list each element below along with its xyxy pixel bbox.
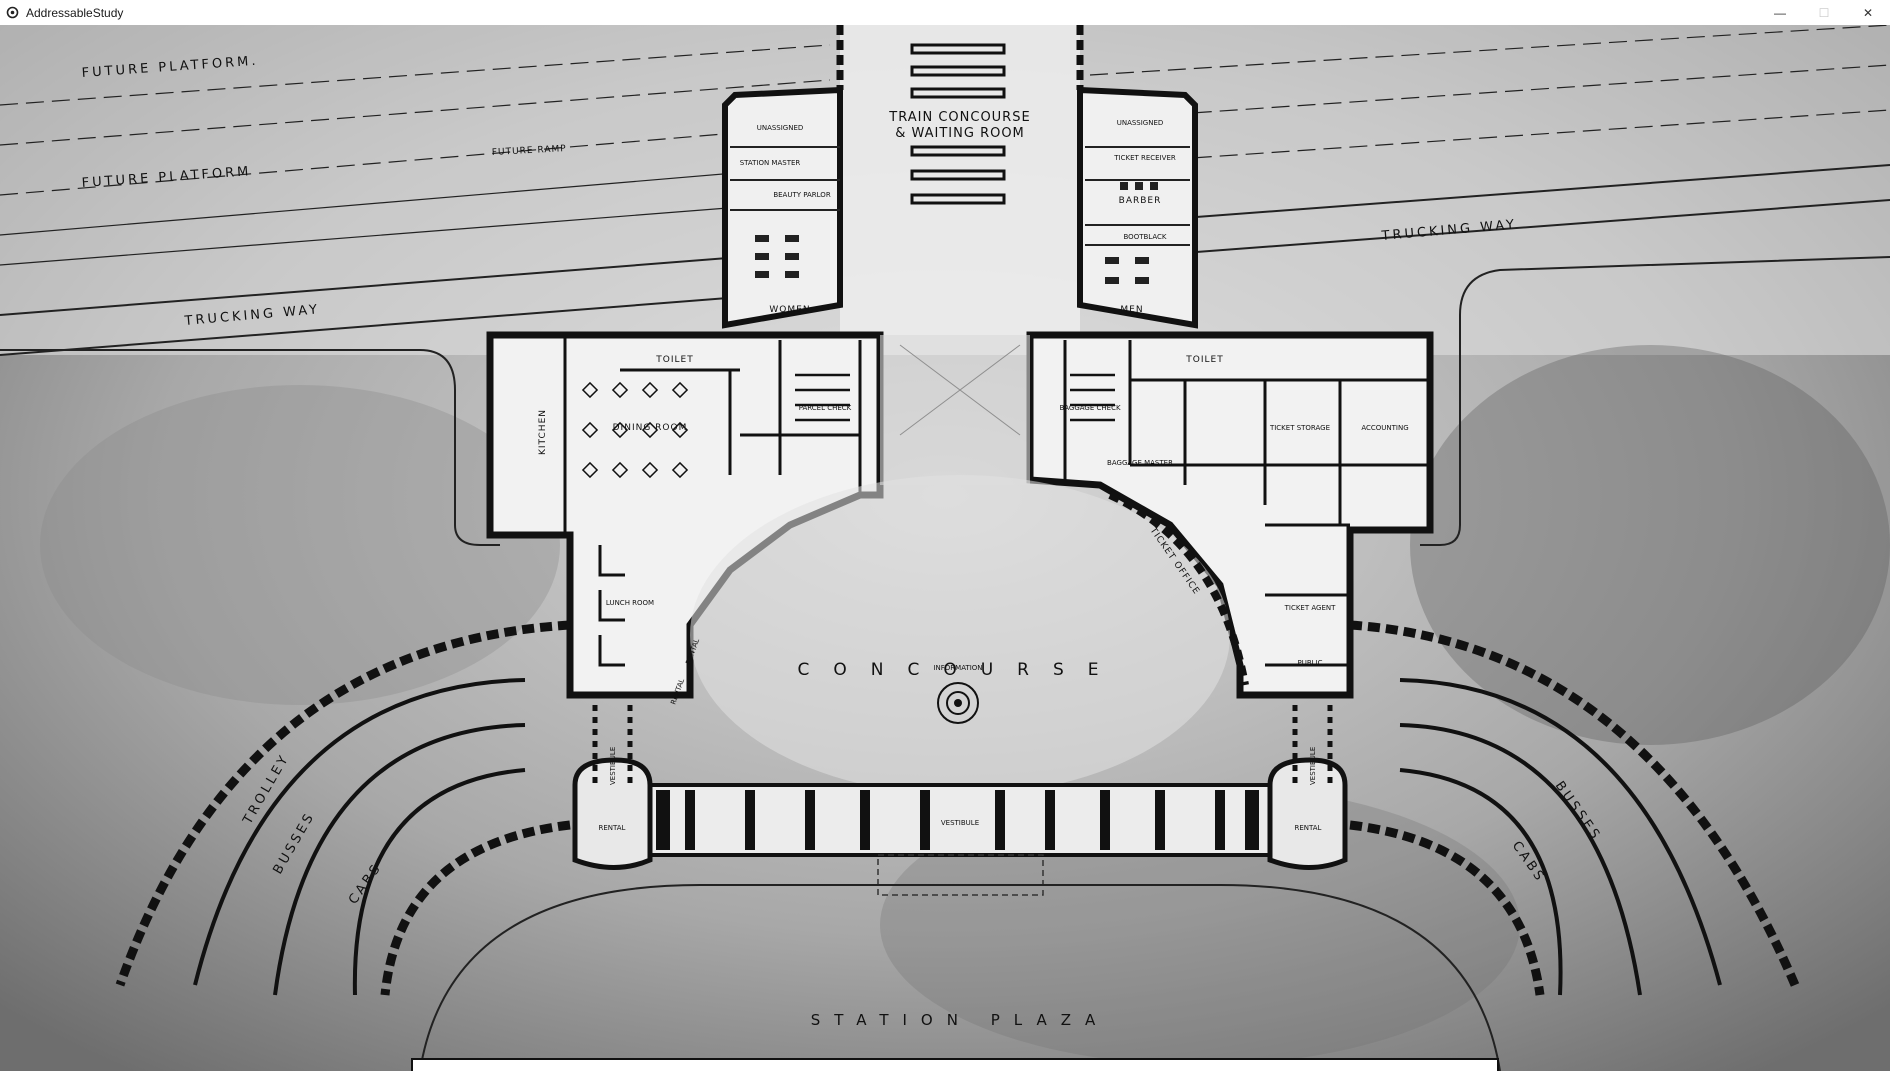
window-title: AddressableStudy: [26, 5, 124, 20]
label-station-master: STATION MASTER: [740, 159, 801, 167]
label-parcel-check: PARCEL CHECK: [799, 404, 852, 412]
label-baggage-check: BAGGAGE CHECK: [1059, 404, 1121, 412]
label-barber: BARBER: [1119, 196, 1162, 206]
label-vestibule-right: VESTIBULE: [1309, 747, 1317, 785]
label-vestibule-left: VESTIBULE: [609, 747, 617, 785]
label-information: INFORMATION: [933, 664, 982, 672]
label-ticket-agent: TICKET AGENT: [1284, 604, 1336, 612]
left-ramps: [115, 620, 571, 996]
gear-icon: [4, 5, 20, 21]
label-ticket-receiver: TICKET RECEIVER: [1113, 154, 1176, 162]
label-unassigned-left: UNASSIGNED: [757, 124, 804, 132]
left-tower: [722, 86, 843, 329]
platform-lines: [0, 25, 1890, 356]
concourse-benches: [910, 43, 1006, 205]
label-ticket-storage: TICKET STORAGE: [1269, 424, 1330, 432]
right-ramps: [1349, 620, 1800, 996]
title-bar: AddressableStudy — ☐ ✕: [0, 0, 1890, 25]
maximize-icon: ☐: [1818, 5, 1830, 20]
minimize-button[interactable]: —: [1758, 0, 1802, 25]
label-dining-room: DINING ROOM: [613, 423, 688, 433]
close-button[interactable]: ✕: [1846, 0, 1890, 25]
label-kitchen: KITCHEN: [538, 409, 548, 455]
label-bootblack: BOOTBLACK: [1124, 233, 1167, 241]
label-accounting: ACCOUNTING: [1361, 424, 1408, 432]
front-facade: [572, 757, 1348, 896]
label-toilet-left: TOILET: [655, 355, 693, 365]
label-beauty-parlor: BEAUTY PARLOR: [773, 191, 831, 199]
label-public: PUBLIC: [1298, 659, 1323, 667]
label-train-concourse: TRAIN CONCOURSE: [888, 110, 1030, 125]
floor-plan-image: FUTURE PLATFORM. FUTURE PLATFORM FUTURE …: [0, 25, 1890, 1071]
label-rental-right-end: RENTAL: [1295, 824, 1322, 832]
minimize-icon: —: [1774, 5, 1786, 20]
label-toilet-right: TOILET: [1185, 355, 1223, 365]
close-icon: ✕: [1862, 5, 1874, 20]
maximize-button[interactable]: ☐: [1802, 0, 1846, 25]
concourse-floor: [690, 475, 1230, 795]
label-future-ramp: FUTURE RAMP: [492, 144, 567, 158]
label-baggage-master: BAGGAGE MASTER: [1107, 459, 1173, 467]
label-vestibule-center: VESTIBULE: [941, 819, 979, 827]
label-men: MEN: [1120, 305, 1143, 315]
label-rental-left-end: RENTAL: [599, 824, 626, 832]
label-waiting-room: & WAITING ROOM: [895, 126, 1025, 141]
plan-viewport[interactable]: FUTURE PLATFORM. FUTURE PLATFORM FUTURE …: [0, 25, 1890, 1071]
label-station-plaza: STATION PLAZA: [811, 1011, 1110, 1029]
label-concourse: CONCOURSE: [797, 660, 1122, 680]
label-women: WOMEN: [769, 305, 810, 315]
label-unassigned-right: UNASSIGNED: [1117, 119, 1164, 127]
right-tower: [1077, 86, 1198, 329]
label-lunch-room: LUNCH ROOM: [606, 599, 654, 607]
